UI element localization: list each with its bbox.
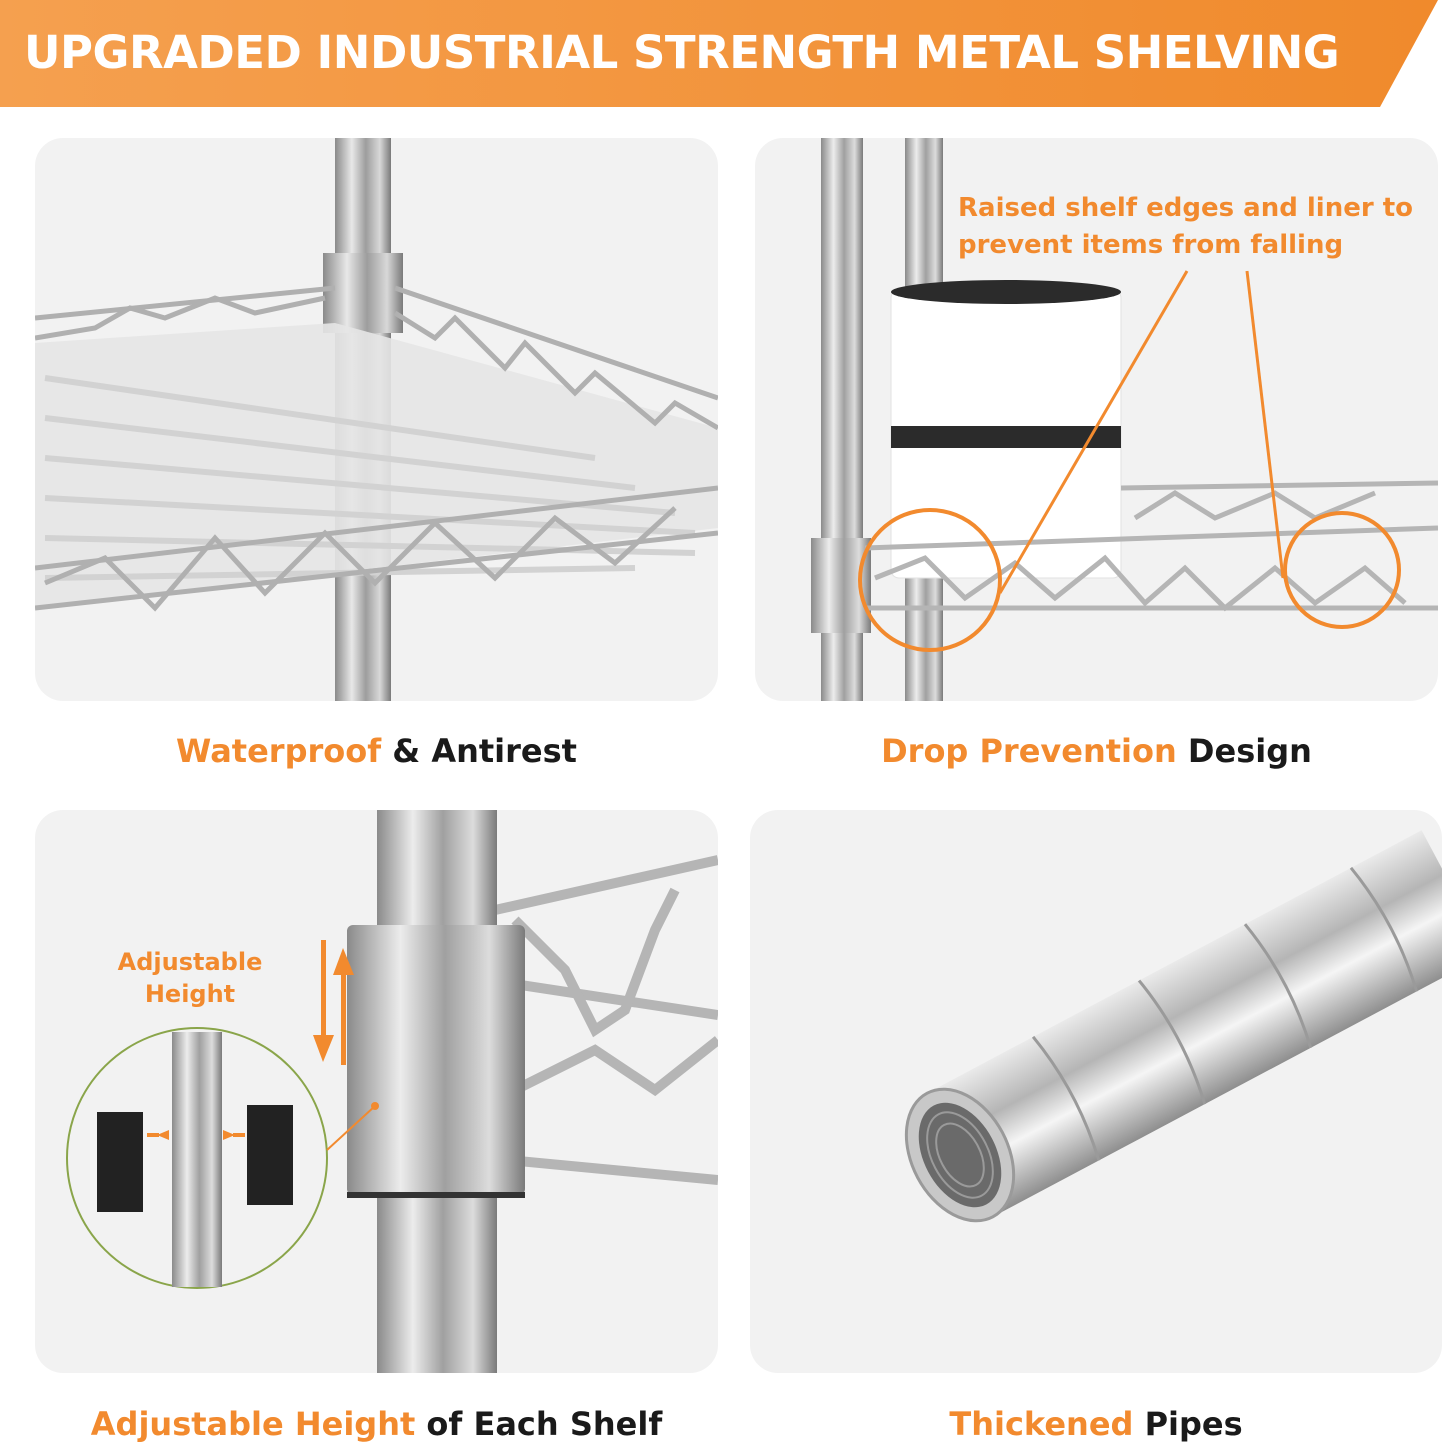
drop-prevention-caption-highlight: Drop Prevention <box>881 732 1177 770</box>
waterproof-panel <box>35 138 718 701</box>
banner-background <box>0 0 1438 107</box>
waterproof-caption-rest: & Antirest <box>381 732 577 770</box>
page-title: UPGRADED INDUSTRIAL STRENGTH METAL SHELV… <box>24 26 1340 79</box>
adjustable-caption-rest: of Each Shelf <box>415 1405 663 1443</box>
thickened-pipe-image <box>904 830 1442 1223</box>
drop-prevention-caption-rest: Design <box>1176 732 1312 770</box>
header-banner: UPGRADED INDUSTRIAL STRENGTH METAL SHELV… <box>0 0 1440 107</box>
pipes-panel <box>750 810 1442 1373</box>
wire-shelf-liner-image <box>35 138 718 701</box>
adjustable-caption-highlight: Adjustable Height <box>90 1405 416 1443</box>
adjustable-caption: Adjustable Height of Each Shelf <box>35 1405 718 1443</box>
drop-prevention-caption: Drop Prevention Design <box>755 732 1438 770</box>
waterproof-caption: Waterproof & Antirest <box>35 732 718 770</box>
waterproof-caption-highlight: Waterproof <box>176 732 382 770</box>
pipes-caption-highlight: Thickened <box>949 1405 1134 1443</box>
adjustable-height-label: Adjustable Height <box>117 948 263 1008</box>
pipes-caption-rest: Pipes <box>1133 1405 1243 1443</box>
drop-prevention-panel <box>755 138 1438 701</box>
pipes-caption: Thickened Pipes <box>750 1405 1442 1443</box>
drop-prevention-callout: Raised shelf edges and liner to prevent … <box>958 193 1414 260</box>
pole-collar-image <box>66 810 718 1373</box>
adjustable-panel <box>35 810 718 1373</box>
shelf-with-canister-image <box>811 138 1438 701</box>
